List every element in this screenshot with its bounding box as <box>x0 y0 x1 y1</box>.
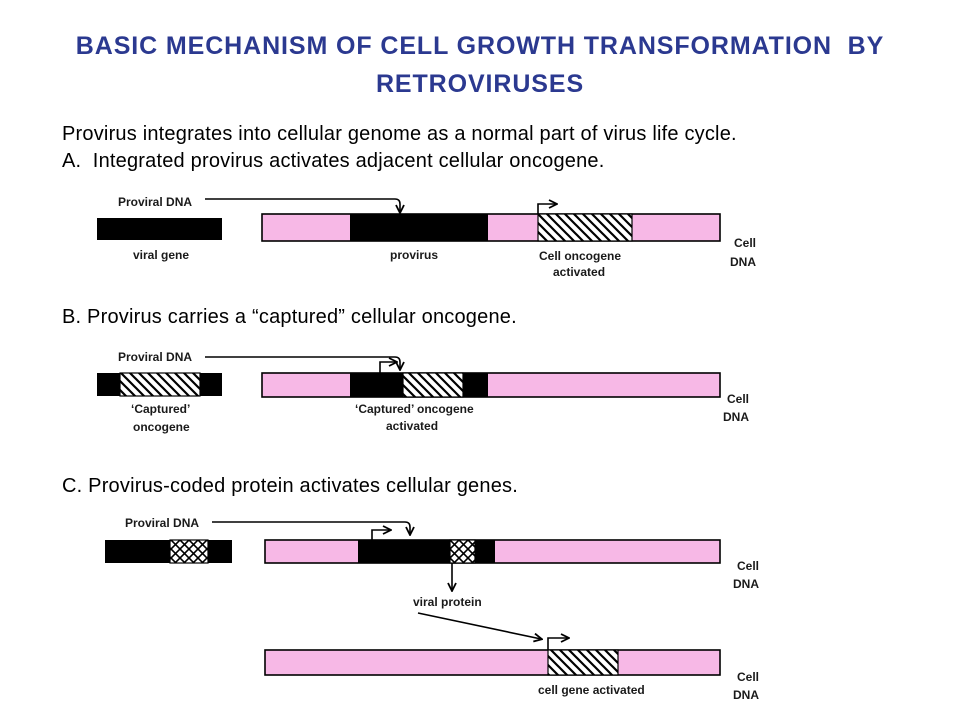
cell-oncogene-label: Cell oncogene <box>539 249 621 263</box>
captured-oncogene-label: ‘Captured’ oncogene <box>355 402 474 416</box>
proviral-dna-insertion-arrow <box>205 198 400 212</box>
cell-dna-bar <box>261 213 721 242</box>
proviral-dna-insertion-arrow <box>212 521 410 534</box>
title-line-2: RETROVIRUSES <box>375 70 585 98</box>
cell-dna-label-line-2: DNA <box>723 410 749 424</box>
proviral-dna-label: Proviral DNA <box>125 516 199 530</box>
section-b-heading: B. Provirus carries a “captured” cellula… <box>62 306 517 328</box>
cell-dna-bar <box>261 372 721 398</box>
cell-dna-label-line-2: DNA <box>733 577 759 591</box>
protein-activation-arrow <box>417 612 541 639</box>
cell-oncogene-segment <box>537 213 633 242</box>
viral-gene-label: viral gene <box>133 248 189 262</box>
cell-dna-label-line-2: DNA <box>730 255 756 269</box>
cell-dna-label-line-1: Cell <box>734 236 756 250</box>
proviral-dna-label: Proviral DNA <box>118 195 192 209</box>
activated-label: activated <box>386 419 438 433</box>
viral-protein-label: viral protein <box>413 595 482 609</box>
captured-label-line-2: oncogene <box>133 420 190 434</box>
cell-dna-label-line-1: Cell <box>737 559 759 573</box>
cell-gene-activated-label: cell gene activated <box>538 683 645 697</box>
cell-gene-segment <box>547 649 619 676</box>
activated-label: activated <box>553 265 605 279</box>
provirus-segment <box>350 214 488 241</box>
captured-label-line-1: ‘Captured’ <box>131 402 190 416</box>
section-a-heading: A. Integrated provirus activates adjacen… <box>62 150 605 172</box>
proviral-dna-block <box>105 540 232 563</box>
cell-dna-label-line-1: Cell <box>727 392 749 406</box>
section-c-heading: C. Provirus-coded protein activates cell… <box>62 475 518 497</box>
promoter-arrow <box>537 204 556 214</box>
captured-oncogene-activated-segment <box>402 372 464 398</box>
promoter-arrow <box>379 362 396 373</box>
promoter-arrow <box>371 530 390 540</box>
proviral-dna-label: Proviral DNA <box>118 350 192 364</box>
captured-oncogene-segment <box>119 372 201 397</box>
proviral-dna-insertion-arrow <box>205 356 400 369</box>
diagram-b: Proviral DNA ‘Captured’ oncogene ‘Captur… <box>97 350 749 434</box>
cell-dna-2-label-line-2: DNA <box>733 688 759 702</box>
promoter-arrow-2 <box>547 638 568 650</box>
diagram-a: Proviral DNA viral gene provirus Cell on… <box>97 195 756 279</box>
intro-text: Provirus integrates into cellular genome… <box>62 123 737 145</box>
viral-gene-integrated-segment <box>449 539 476 564</box>
provirus-label: provirus <box>390 248 438 262</box>
viral-gene-block <box>97 218 222 240</box>
cell-dna-bar-2 <box>264 649 721 676</box>
cell-dna-2-label-line-1: Cell <box>737 670 759 684</box>
viral-gene-segment <box>169 539 209 564</box>
title-line-1: BASIC MECHANISM OF CELL GROWTH TRANSFORM… <box>75 32 885 60</box>
diagram-c: Proviral DNA viral protein Cell DNA cell… <box>105 516 759 702</box>
